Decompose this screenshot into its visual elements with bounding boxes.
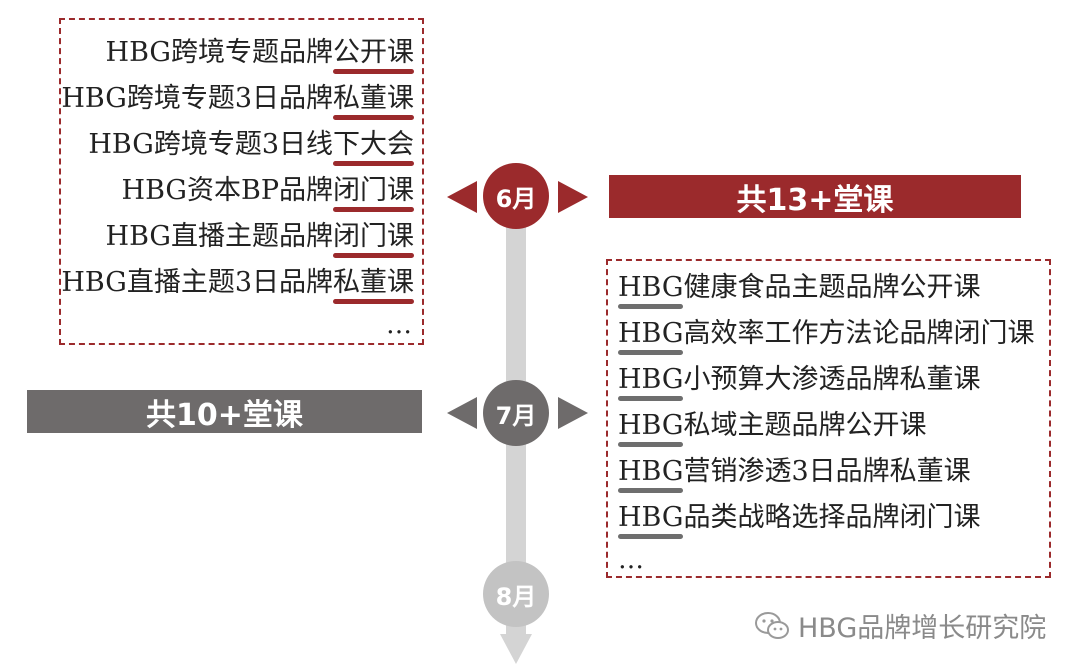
june-more-ellipsis: … (386, 310, 412, 340)
course-type: 闭门课 (333, 175, 414, 212)
july-course-item: HBG私域主题品牌公开课 (618, 409, 927, 447)
june-course-item: HBG资本BP品牌闭门课 (121, 174, 414, 212)
course-type: 私董课 (333, 83, 414, 120)
course-brand: HBG (618, 364, 684, 401)
course-brand: HBG (618, 456, 684, 493)
course-name: HBG跨境专题品牌 (105, 37, 333, 68)
course-brand: HBG (618, 272, 684, 309)
june-course-item: HBG跨境专题品牌公开课 (105, 36, 414, 74)
june-course-list: HBG跨境专题品牌公开课 HBG跨境专题3日品牌私董课 HBG跨境专题3日线下大… (59, 18, 424, 345)
course-brand: HBG (618, 318, 684, 355)
june-course-item: HBG直播主题3日品牌私董课 (61, 266, 414, 304)
course-type: 闭门课 (333, 221, 414, 258)
watermark: HBG品牌增长研究院 (754, 606, 1046, 645)
course-type: 公开课 (333, 37, 414, 74)
course-name: 高效率工作方法论品牌闭门课 (683, 318, 1035, 349)
course-type: 下大会 (333, 129, 414, 166)
july-course-count-banner: 共10+堂课 (27, 390, 422, 433)
course-name: 健康食品主题品牌公开课 (683, 272, 981, 303)
august-month-node: 8月 (483, 561, 549, 627)
course-name: HBG直播主题品牌 (105, 221, 333, 252)
course-name: HBG跨境专题3日线 (88, 129, 333, 160)
course-name: HBG直播主题3日品牌 (61, 267, 333, 298)
june-right-arrow-icon (558, 181, 588, 213)
july-more-ellipsis: … (618, 545, 644, 575)
july-right-arrow-icon (558, 397, 588, 429)
course-brand: HBG (618, 502, 684, 539)
course-name: HBG跨境专题3日品牌 (61, 83, 333, 114)
course-brand: HBG (618, 410, 684, 447)
course-name: 私域主题品牌公开课 (683, 410, 927, 441)
june-course-count-banner: 共13+堂课 (609, 175, 1021, 218)
july-course-item: HBG品类战略选择品牌闭门课 (618, 501, 981, 539)
july-month-node: 7月 (483, 380, 549, 446)
july-course-item: HBG健康食品主题品牌公开课 (618, 271, 981, 309)
june-month-node: 6月 (483, 163, 549, 229)
june-left-arrow-icon (447, 181, 477, 213)
timeline-arrow-down-icon (500, 634, 532, 664)
wechat-icon (755, 611, 789, 639)
july-course-item: HBG营销渗透3日品牌私董课 (618, 455, 971, 493)
july-course-item: HBG小预算大渗透品牌私董课 (618, 363, 981, 401)
course-name: HBG资本BP品牌 (121, 175, 333, 206)
course-type: 私董课 (333, 267, 414, 304)
july-course-list: HBG健康食品主题品牌公开课 HBG高效率工作方法论品牌闭门课 HBG小预算大渗… (606, 259, 1051, 578)
july-left-arrow-icon (447, 397, 477, 429)
watermark-text: HBG品牌增长研究院 (798, 613, 1047, 644)
june-course-item: HBG跨境专题3日品牌私董课 (61, 82, 414, 120)
june-course-item: HBG直播主题品牌闭门课 (105, 220, 414, 258)
course-name: 小预算大渗透品牌私董课 (683, 364, 981, 395)
course-name: 品类战略选择品牌闭门课 (683, 502, 981, 533)
june-course-item: HBG跨境专题3日线下大会 (88, 128, 414, 166)
july-course-item: HBG高效率工作方法论品牌闭门课 (618, 317, 1035, 355)
course-name: 营销渗透3日品牌私董课 (683, 456, 971, 487)
